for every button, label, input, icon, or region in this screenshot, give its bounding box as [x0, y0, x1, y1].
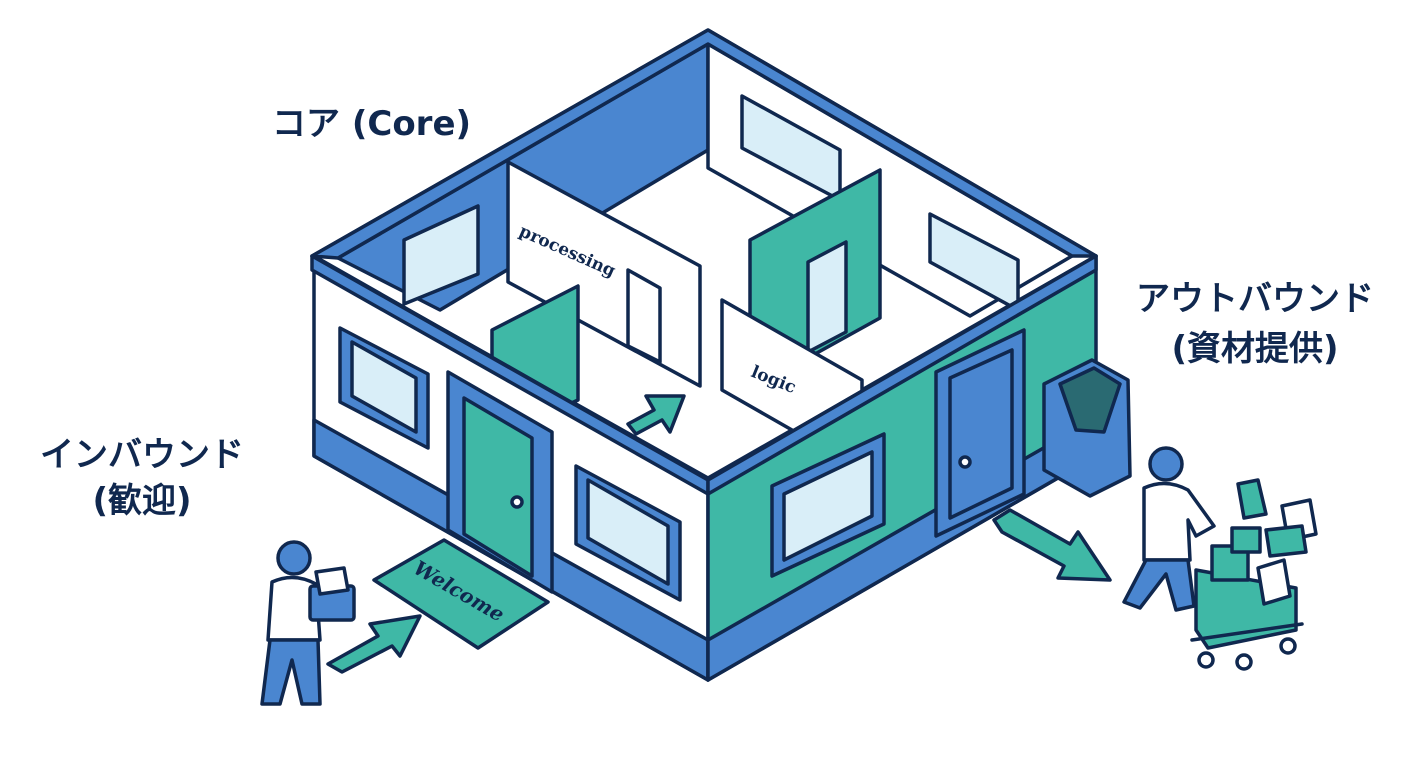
inbound-person-legs — [262, 640, 320, 704]
inbound-person-head — [278, 542, 310, 574]
cart-paper — [1258, 560, 1290, 604]
outbound-label: アウトバウンド (資材提供) — [1136, 274, 1374, 374]
inbound-door-knob — [512, 497, 522, 507]
outbound-person-body — [1144, 483, 1214, 560]
cart-box-2 — [1232, 528, 1260, 552]
processing-wall-door — [628, 270, 660, 362]
inbound-label: インバウンド (歓迎) — [40, 432, 244, 524]
teal-room-doorway — [808, 242, 846, 352]
outbound-label-line1: アウトバウンド — [1136, 274, 1374, 324]
cart-wheel-2 — [1237, 655, 1251, 669]
floating-doc-1 — [1238, 480, 1266, 518]
cart-wheel-3 — [1281, 639, 1295, 653]
outbound-door — [950, 350, 1012, 518]
inbound-label-line1: インバウンド — [40, 432, 244, 478]
floating-envelope — [1266, 526, 1306, 556]
cart-wheel-1 — [1199, 653, 1213, 667]
outbound-door-knob — [960, 457, 970, 467]
outbound-label-line2: (資材提供) — [1136, 324, 1374, 374]
inbound-person — [262, 542, 354, 704]
outbound-arrow — [994, 510, 1110, 580]
inbound-person-paper — [316, 568, 348, 594]
inbound-label-line2: (歓迎) — [40, 478, 244, 524]
inbound-arrow — [328, 616, 420, 672]
outbound-person-head — [1150, 448, 1182, 480]
outbound-person — [1124, 448, 1316, 669]
outbound-person-legs — [1124, 560, 1194, 610]
core-label: コア (Core) — [272, 96, 471, 145]
